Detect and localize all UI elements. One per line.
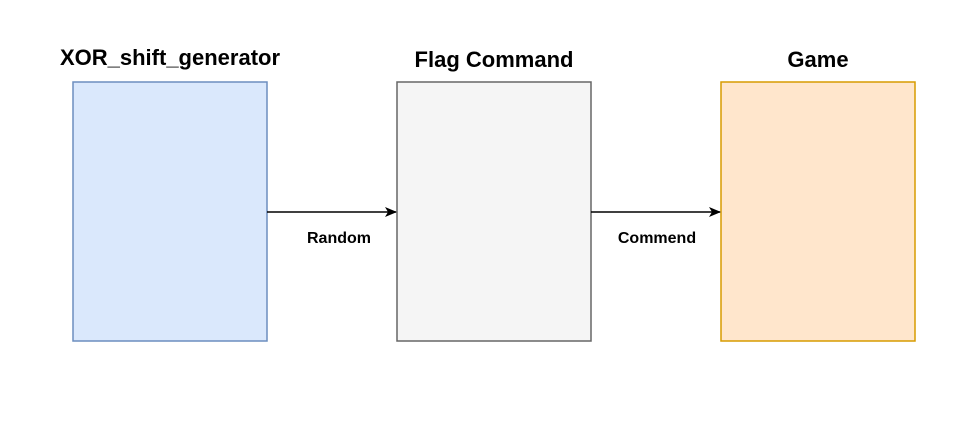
commend-label: Commend: [618, 230, 696, 247]
game-block[interactable]: [720, 81, 916, 342]
game-title: Game: [787, 47, 848, 72]
random-label: Random: [307, 230, 371, 247]
xor-shift-generator-block[interactable]: [72, 81, 268, 342]
flag-command-block[interactable]: [396, 81, 592, 342]
xor-shift-generator-title: XOR_shift_generator: [60, 45, 280, 70]
flag-command-title: Flag Command: [415, 47, 574, 72]
